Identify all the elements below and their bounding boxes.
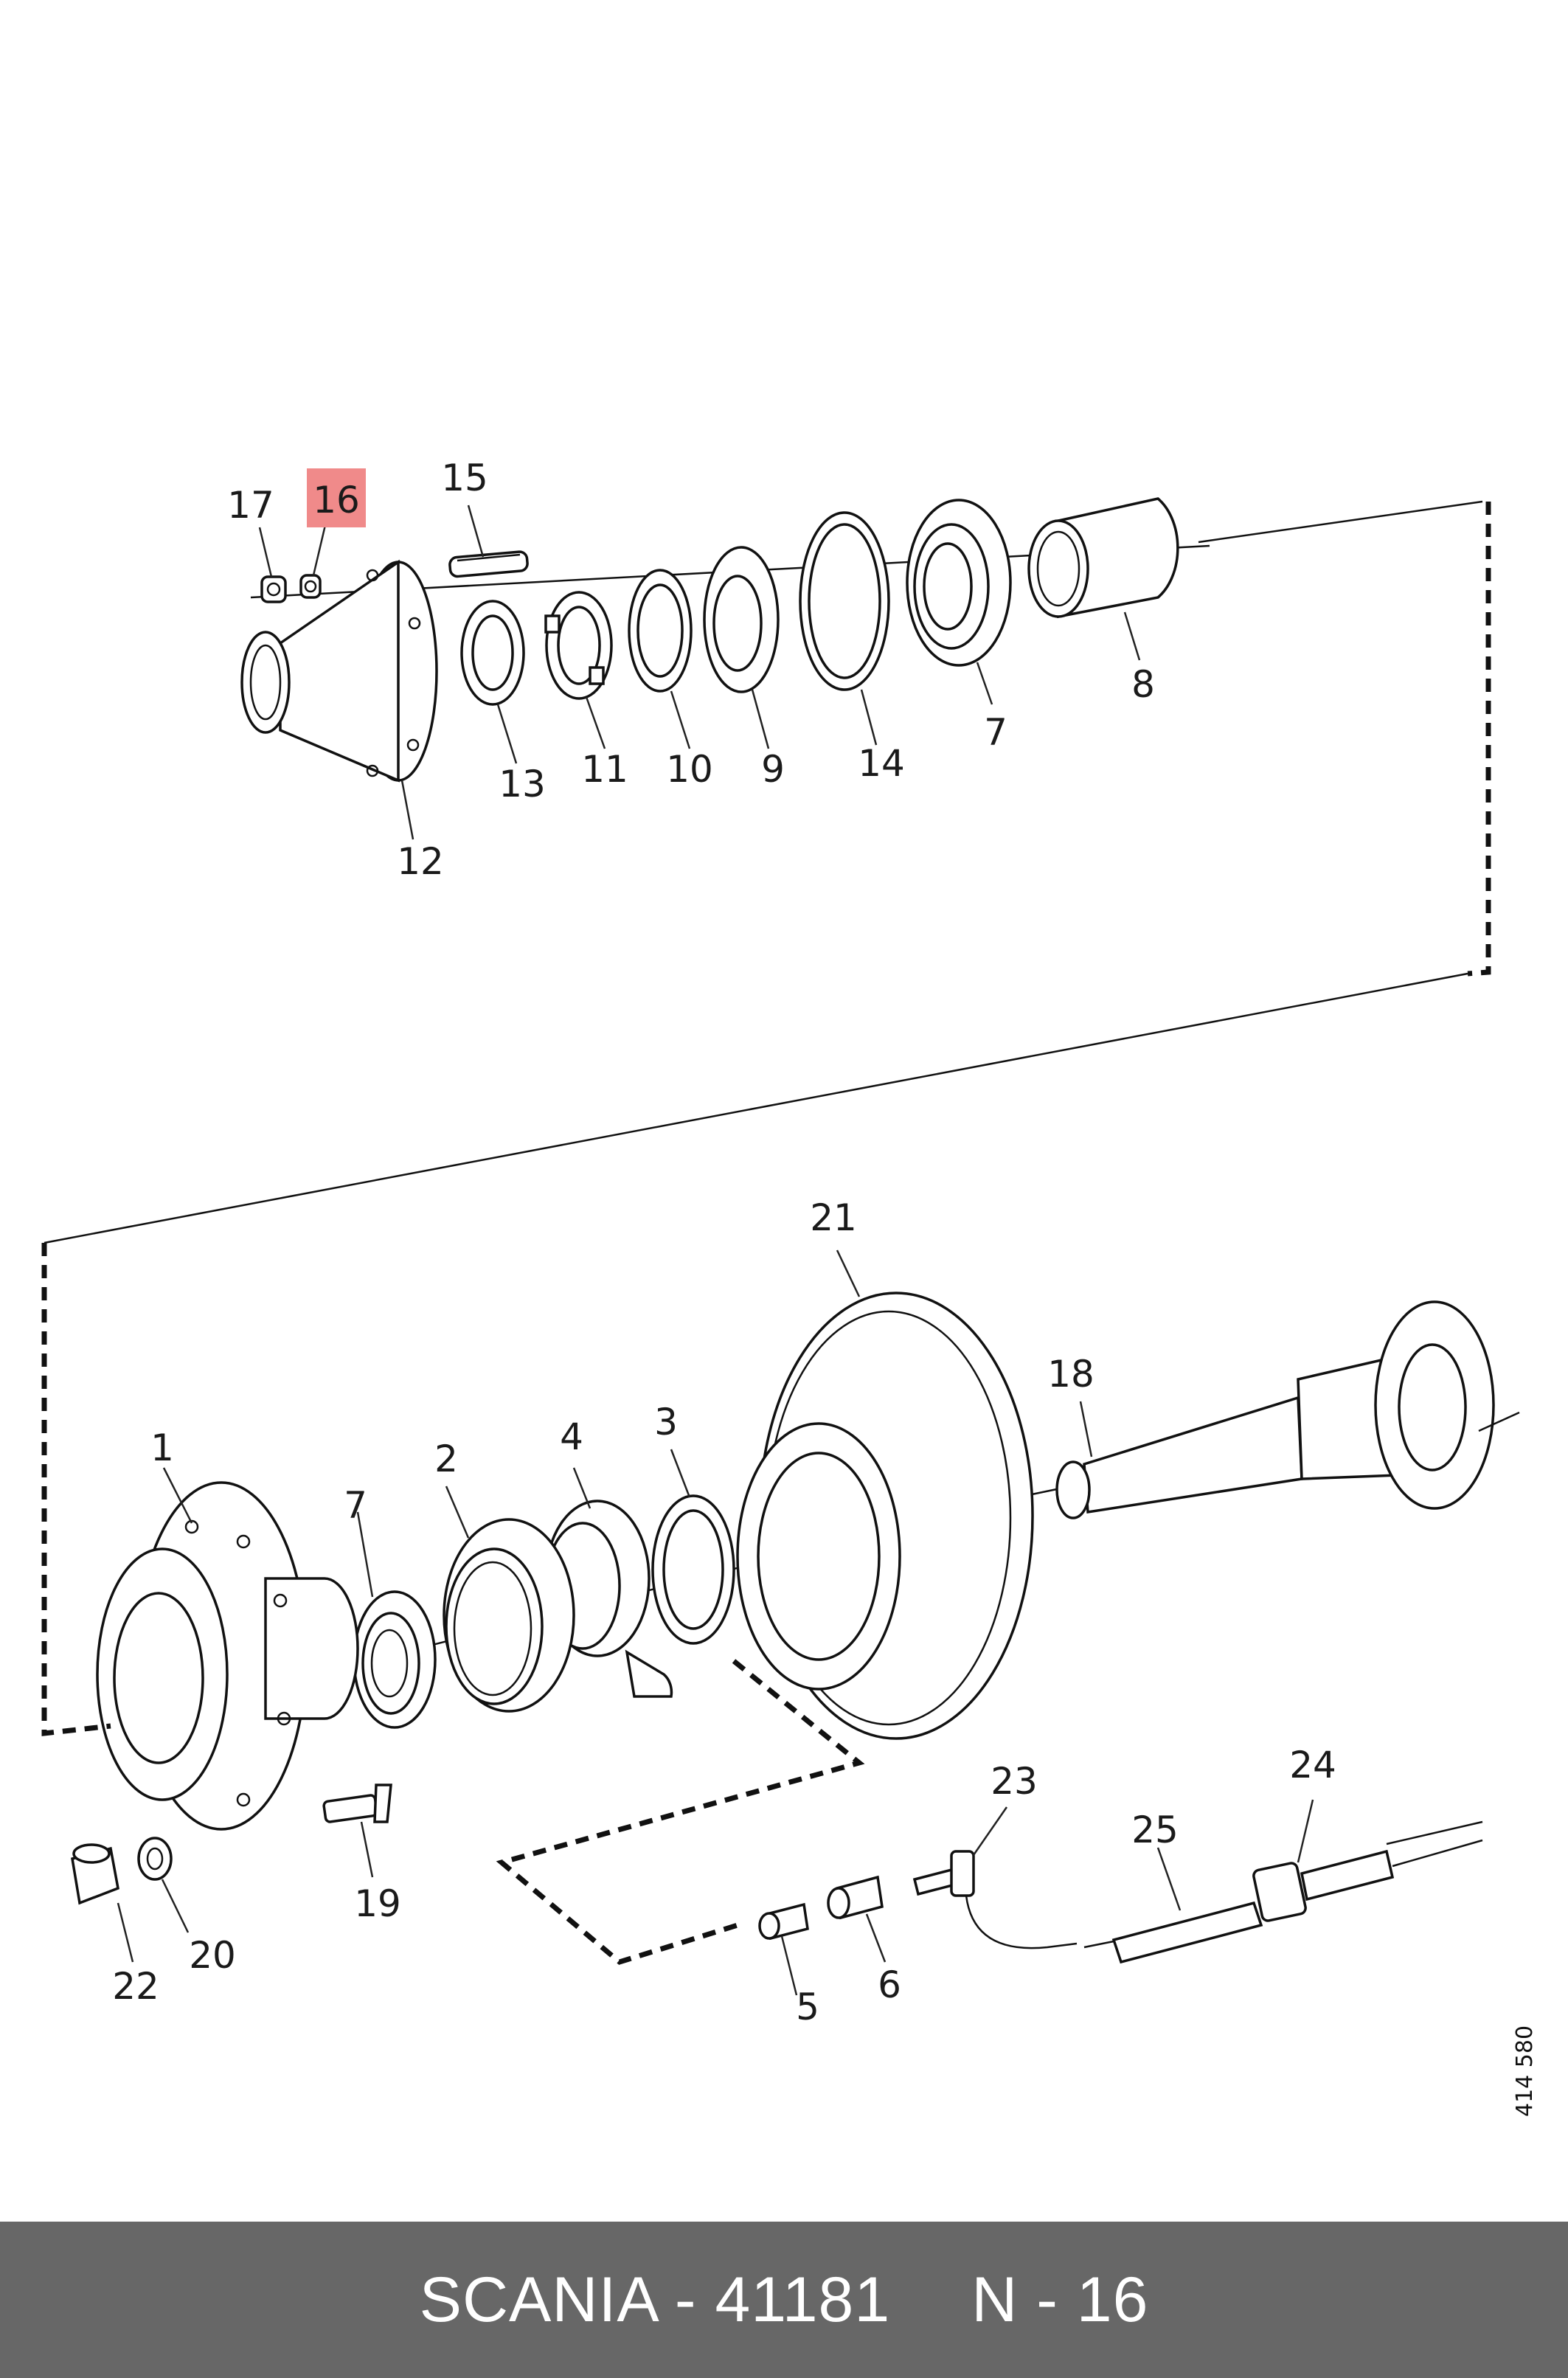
part-6-clip[interactable]	[827, 1875, 884, 1920]
callout-10[interactable]: 10	[666, 748, 713, 791]
link-line-upper-to-lower	[44, 972, 1468, 1244]
callout-17[interactable]: 17	[227, 484, 274, 527]
part-16-washer[interactable]	[299, 574, 322, 599]
part-8-sleeve[interactable]	[1027, 497, 1179, 619]
part-18-axle[interactable]	[1055, 1300, 1520, 1519]
callout-6[interactable]: 6	[878, 1963, 901, 2006]
part-23-abs-sensor[interactable]	[912, 1850, 1078, 1949]
callout-5[interactable]: 5	[796, 1986, 819, 2028]
part-5-bushing[interactable]	[758, 1902, 809, 1941]
part-22-wheel-nut[interactable]	[71, 1843, 119, 1905]
footer-bar: SCANIA - 41181 N - 16	[0, 2222, 1568, 2378]
callout-15[interactable]: 15	[441, 457, 488, 499]
callout-7-lower[interactable]: 7	[344, 1484, 367, 1527]
callout-7-upper[interactable]: 7	[984, 711, 1007, 754]
exploded-parts-diagram: 17 16 15 12 13 11 10 9 14 7 8 21 18 3 4 …	[41, 457, 1520, 2028]
part-14-ring[interactable]	[799, 511, 890, 691]
callout-21[interactable]: 21	[810, 1196, 857, 1239]
drawing-reference-number: 414 580	[1512, 2025, 1538, 2117]
callout-11[interactable]: 11	[581, 748, 628, 791]
callout-18[interactable]: 18	[1047, 1353, 1095, 1396]
dashed-link-lower	[41, 1243, 111, 1736]
callout-13[interactable]: 13	[499, 763, 546, 805]
part-25-cable[interactable]	[1083, 1901, 1263, 1964]
callout-14[interactable]: 14	[858, 742, 905, 785]
dashed-link-sensor	[496, 1659, 865, 1965]
part-12-hub[interactable]	[240, 559, 438, 783]
callout-24[interactable]: 24	[1289, 1744, 1336, 1786]
callout-8[interactable]: 8	[1131, 663, 1155, 706]
leader-lines	[117, 505, 1314, 1996]
part-1-wheel-hub[interactable]	[96, 1481, 359, 1831]
part-7-bearing-lower[interactable]	[353, 1590, 437, 1729]
callout-9[interactable]: 9	[761, 748, 785, 791]
dashed-link-upper	[1467, 502, 1491, 977]
part-24-grommet[interactable]	[1252, 1820, 1483, 1922]
part-21-brake-disc[interactable]	[736, 1292, 1034, 1740]
part-7-bearing-upper[interactable]	[906, 499, 1012, 667]
callout-20[interactable]: 20	[189, 1934, 236, 1977]
part-13-seal[interactable]	[460, 600, 525, 706]
highlight-box-16	[307, 468, 366, 527]
callout-2[interactable]: 2	[434, 1438, 458, 1480]
callout-3[interactable]: 3	[654, 1401, 678, 1443]
part-19-bolt[interactable]	[322, 1784, 392, 1823]
part-9-tab-washer[interactable]	[703, 546, 780, 693]
callout-22[interactable]: 22	[112, 1965, 159, 2008]
part-11-locknut[interactable]	[544, 591, 613, 700]
callout-19[interactable]: 19	[354, 1882, 401, 1925]
footer-position-number: N - 16	[971, 2264, 1149, 2335]
part-20-nut[interactable]	[137, 1837, 173, 1881]
callout-16[interactable]: 16	[313, 479, 360, 521]
callout-23[interactable]: 23	[991, 1760, 1038, 1803]
callout-25[interactable]: 25	[1131, 1809, 1179, 1851]
callout-1[interactable]: 1	[150, 1427, 174, 1469]
callout-12[interactable]: 12	[397, 840, 444, 883]
upper-axis-extension	[1198, 500, 1483, 544]
part-10-washer[interactable]	[628, 569, 693, 693]
part-2-tone-ring[interactable]	[443, 1518, 575, 1713]
footer-brand-part-number: SCANIA - 41181	[419, 2264, 891, 2335]
part-17-nut[interactable]	[260, 575, 287, 603]
part-3-seal[interactable]	[651, 1494, 735, 1645]
part-15-stud[interactable]	[448, 550, 529, 578]
callout-4[interactable]: 4	[560, 1415, 583, 1458]
